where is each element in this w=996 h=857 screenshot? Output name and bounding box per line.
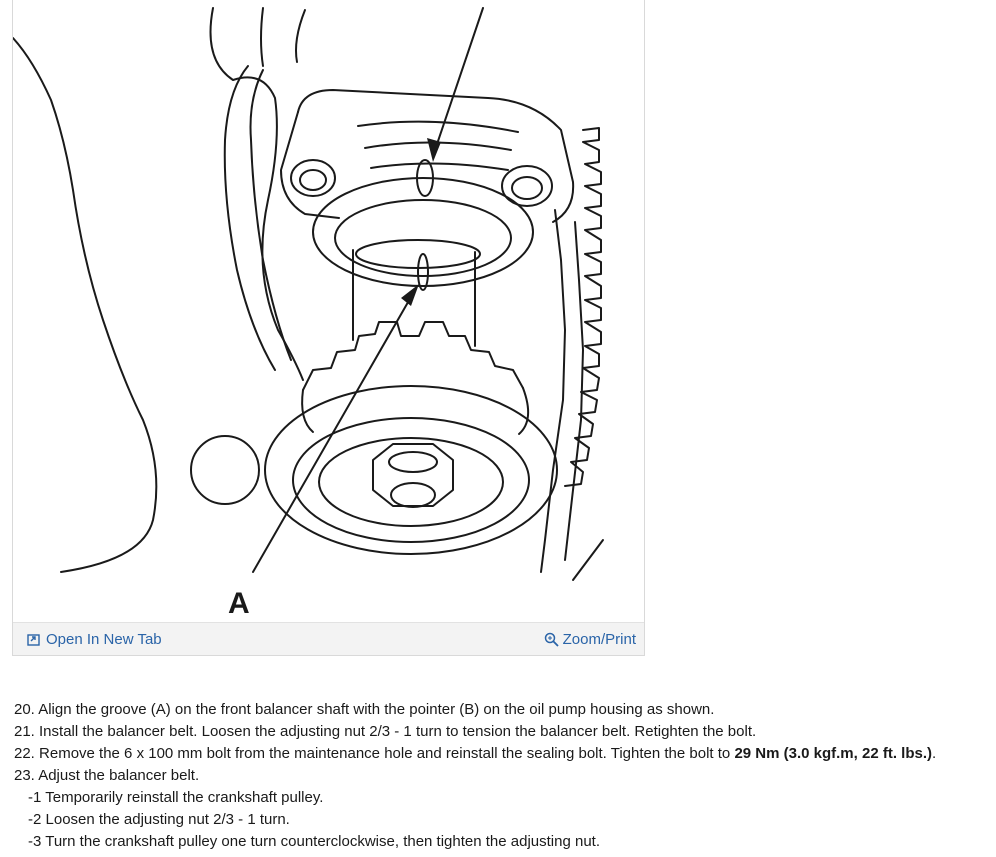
torque-spec: 29 Nm (3.0 kgf.m, 22 ft. lbs.): [734, 745, 932, 762]
step-23-sub-1: -1 Temporarily reinstall the crankshaft …: [28, 789, 324, 806]
zoom-print-label: Zoom/Print: [562, 630, 636, 648]
open-external-icon: [27, 633, 40, 646]
figure-toolbar: Open In New Tab Zoom/Print: [13, 622, 644, 655]
figure-panel: A Open In New Tab Zoom/Print: [12, 0, 645, 656]
step-22: 22. Remove the 6 x 100 mm bolt from the …: [14, 745, 937, 762]
step-21: 21. Install the balancer belt. Loosen th…: [14, 723, 757, 740]
step-20: 20. Align the groove (A) on the front ba…: [14, 701, 715, 718]
step-23-sub-2: -2 Loosen the adjusting nut 2/3 - 1 turn…: [28, 811, 290, 828]
callout-label-a: A: [228, 587, 250, 620]
open-in-new-tab-link[interactable]: Open In New Tab: [27, 629, 162, 649]
magnifier-icon: [544, 632, 559, 647]
open-in-new-tab-label: Open In New Tab: [46, 630, 162, 648]
step-23-sub-3: -3 Turn the crankshaft pulley one turn c…: [28, 833, 601, 850]
procedure-steps: 20. Align the groove (A) on the front ba…: [14, 699, 989, 853]
step-23: 23. Adjust the balancer belt.: [14, 767, 200, 784]
zoom-print-link[interactable]: Zoom/Print: [544, 629, 636, 649]
balancer-shaft-illustration: A: [13, 7, 604, 620]
